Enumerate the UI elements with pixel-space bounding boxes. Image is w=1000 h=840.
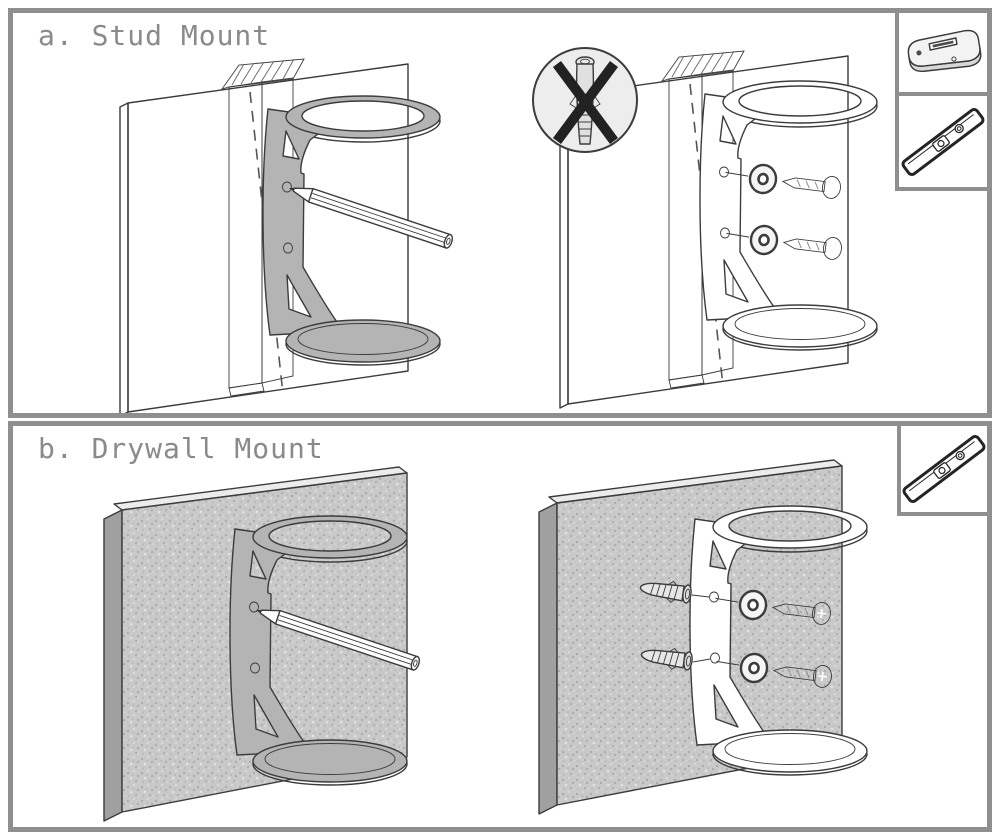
section-drywall-mount: b. Drywall Mount — [8, 421, 992, 832]
level-icon — [899, 106, 987, 178]
step-mark-holes-drywall — [103, 466, 422, 822]
section-stud-mount: a. Stud Mount — [8, 8, 992, 418]
tool-inset-level — [897, 426, 988, 516]
step-fasten-stud — [533, 48, 878, 409]
alignment-line — [692, 658, 711, 663]
step-mark-holes-stud — [119, 58, 455, 413]
alignment-line — [691, 594, 710, 598]
tool-inset-stud-finder — [895, 13, 987, 96]
drywall-mount-illustration — [103, 459, 868, 822]
tool-inset-level — [895, 96, 987, 191]
level-icon — [900, 433, 988, 505]
stud-mount-illustration — [119, 13, 878, 413]
step-fasten-drywall — [538, 459, 868, 815]
section-title-drywall: b. Drywall Mount — [38, 432, 324, 465]
mount-bracket — [699, 80, 878, 351]
no-wall-anchor-icon — [533, 48, 637, 152]
pencil-icon — [286, 180, 455, 250]
stud-finder-icon — [905, 28, 984, 77]
section-title-stud: a. Stud Mount — [38, 19, 271, 52]
